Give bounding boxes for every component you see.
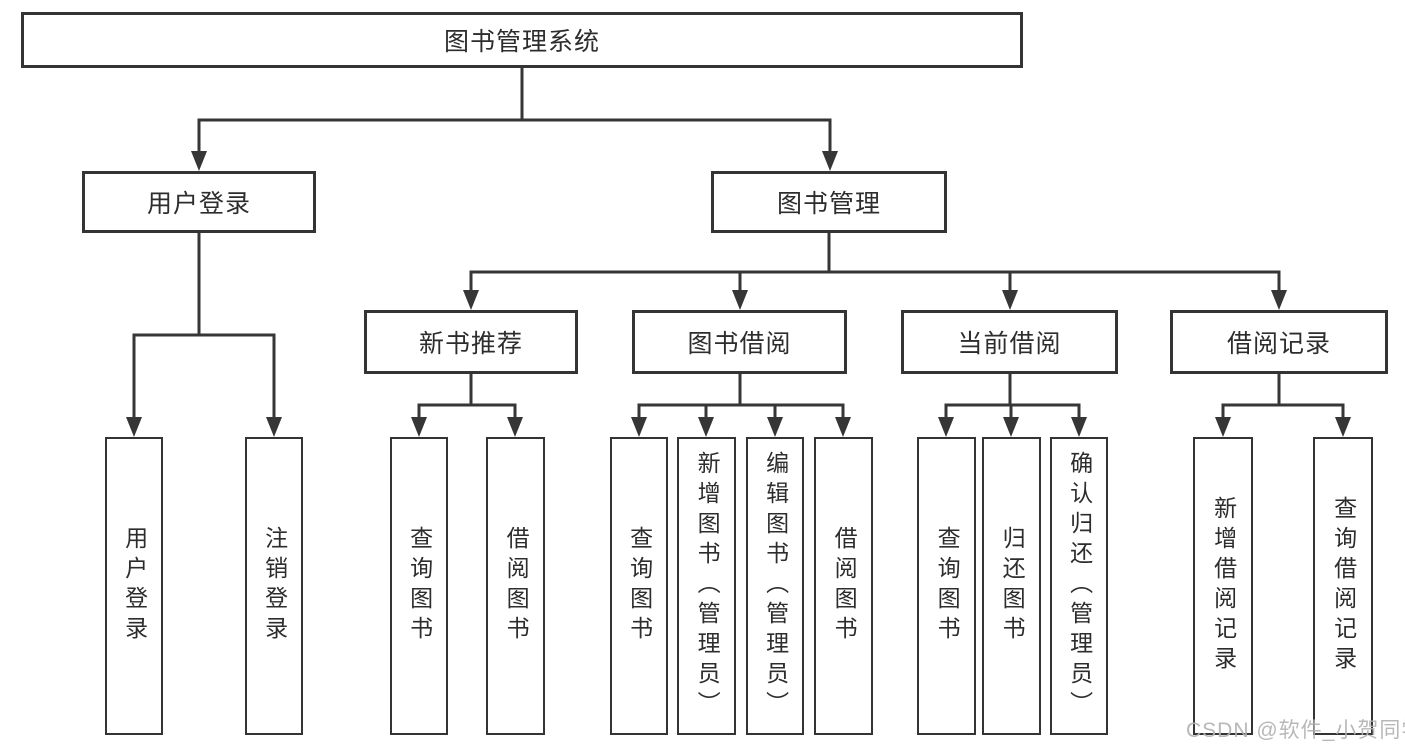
- node-borrow-records: 借阅记录: [1170, 310, 1388, 374]
- connector-user-login-children: [126, 231, 282, 437]
- connector-book-borrow-children: [631, 372, 851, 437]
- leaf-edit-books-admin: 编辑图书（管理员）: [746, 437, 804, 735]
- connector-book-management-children: [463, 231, 1287, 310]
- leaf-newbook-borrow-books: 借阅图书: [486, 437, 545, 735]
- node-book-management: 图书管理: [711, 171, 947, 233]
- leaf-label: 编辑图书（管理员）: [762, 451, 789, 721]
- leaf-confirm-return-admin: 确认归还（管理员）: [1050, 437, 1108, 735]
- node-user-login: 用户登录: [82, 171, 316, 233]
- node-library-management-system: 图书管理系统: [21, 12, 1023, 68]
- leaf-query-borrow-record: 查询借阅记录: [1313, 437, 1373, 735]
- leaf-label: 确认归还（管理员）: [1066, 451, 1093, 721]
- leaf-label: 归还图书: [999, 526, 1026, 646]
- connector-root-to-level2: [191, 66, 838, 171]
- leaf-label: 新增借阅记录: [1210, 496, 1237, 676]
- csdn-watermark: CSDN @软件_小贺同学: [1186, 719, 1405, 742]
- leaf-add-borrow-record: 新增借阅记录: [1193, 437, 1253, 735]
- leaf-add-books-admin: 新增图书（管理员）: [677, 437, 736, 735]
- leaf-label: 查询图书: [626, 526, 653, 646]
- leaf-return-books: 归还图书: [982, 437, 1041, 735]
- leaf-borrow-query-books: 查询图书: [610, 437, 668, 735]
- node-new-book-recommend: 新书推荐: [364, 310, 578, 374]
- leaf-label: 用户登录: [121, 526, 148, 646]
- leaf-label: 注销登录: [261, 526, 288, 646]
- leaf-label: 借阅图书: [831, 526, 858, 646]
- leaf-user-login: 用户登录: [105, 437, 163, 735]
- node-book-borrow: 图书借阅: [632, 310, 847, 374]
- leaf-newbook-query-books: 查询图书: [390, 437, 448, 735]
- connector-new-book-children: [411, 372, 523, 437]
- leaf-label: 借阅图书: [503, 526, 530, 646]
- leaf-current-query-books: 查询图书: [917, 437, 976, 735]
- node-current-borrow: 当前借阅: [901, 310, 1118, 374]
- leaf-label: 查询图书: [934, 526, 961, 646]
- leaf-borrow-books: 借阅图书: [814, 437, 873, 735]
- leaf-logout: 注销登录: [245, 437, 303, 735]
- connector-current-borrow-children: [938, 372, 1087, 437]
- leaf-label: 查询图书: [406, 526, 433, 646]
- leaf-label: 查询借阅记录: [1330, 496, 1357, 676]
- leaf-label: 新增图书（管理员）: [694, 451, 721, 721]
- connector-borrow-record-children: [1215, 372, 1351, 437]
